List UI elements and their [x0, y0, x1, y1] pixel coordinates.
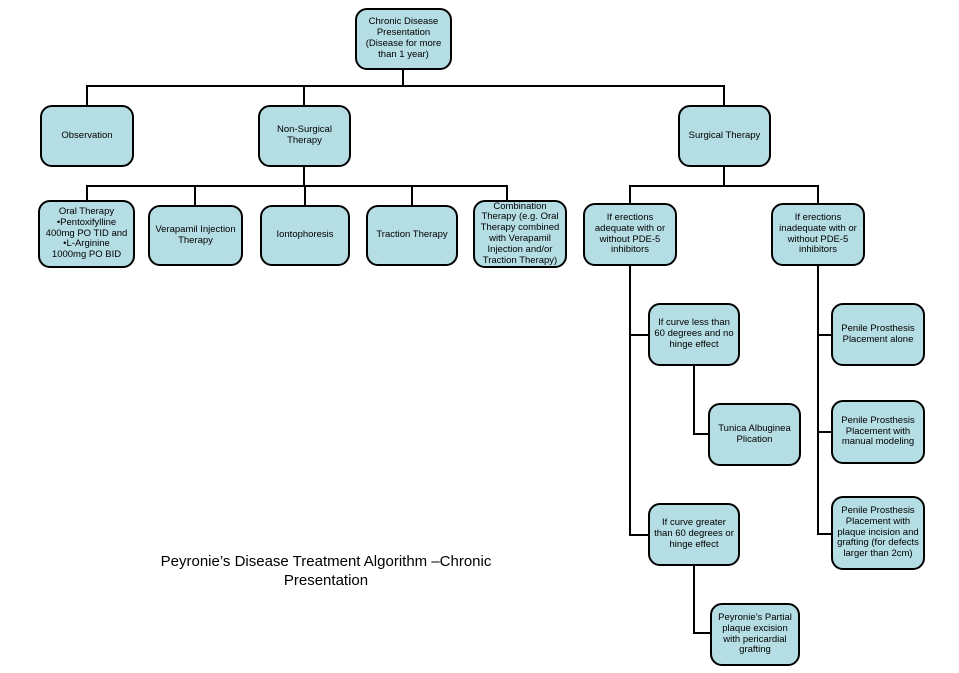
connector-drop-nonsurgical — [303, 85, 305, 106]
node-prosthesis-placement-alone: Penile Prosthesis Placement alone — [831, 303, 925, 366]
node-oral-therapy: Oral Therapy •Pentoxifylline 400mg PO TI… — [38, 200, 135, 268]
connector-drop-verapamil — [194, 185, 196, 206]
connector-drop-adequate — [629, 185, 631, 204]
connector-root-rail — [86, 85, 725, 87]
connector-root-stem — [402, 69, 404, 87]
connector-to-prosthesis-alone — [817, 334, 831, 336]
diagram-caption: Peyronie’s Disease Treatment Algorithm –… — [160, 553, 492, 589]
connector-to-prosthesis-grafting — [817, 533, 831, 535]
connector-curvegreater-stem — [693, 565, 695, 634]
node-partial-plaque-excision: Peyronie’s Partial plaque excision with … — [710, 603, 800, 666]
node-curve-less-than-60: If curve less than 60 degrees and no hin… — [648, 303, 740, 366]
node-traction-therapy: Traction Therapy — [366, 205, 458, 266]
connector-drop-traction — [411, 185, 413, 206]
connector-nonsurgical-stem — [303, 166, 305, 186]
node-verapamil-injection-therapy: Verapamil Injection Therapy — [148, 205, 243, 266]
node-iontophoresis: Iontophoresis — [260, 205, 350, 266]
connector-to-curve-greater — [629, 534, 648, 536]
connector-to-prosthesis-modeling — [817, 431, 831, 433]
connector-surgical-stem — [723, 166, 725, 186]
node-prosthesis-manual-modeling: Penile Prosthesis Placement with manual … — [831, 400, 925, 464]
node-combination-therapy: Combination Therapy (e.g. Oral Therapy c… — [473, 200, 567, 268]
connector-drop-inadequate — [817, 185, 819, 204]
connector-to-partial-excision — [693, 632, 710, 634]
connector-nonsurgical-rail — [86, 185, 508, 187]
node-erections-adequate: If erections adequate with or without PD… — [583, 203, 677, 266]
connector-adequate-trunk — [629, 265, 631, 536]
node-prosthesis-plaque-grafting: Penile Prosthesis Placement with plaque … — [831, 496, 925, 570]
connector-drop-oral — [86, 185, 88, 201]
connector-drop-combination — [506, 185, 508, 201]
node-observation: Observation — [40, 105, 134, 167]
connector-drop-observation — [86, 85, 88, 106]
node-curve-greater-than-60: If curve greater than 60 degrees or hing… — [648, 503, 740, 566]
node-chronic-disease-presentation: Chronic Disease Presentation (Disease fo… — [355, 8, 452, 70]
node-surgical-therapy: Surgical Therapy — [678, 105, 771, 167]
connector-to-curve-less — [629, 334, 648, 336]
node-erections-inadequate: If erections inadequate with or without … — [771, 203, 865, 266]
connector-drop-surgical — [723, 85, 725, 106]
node-tunica-albuginea-plication: Tunica Albuginea Plication — [708, 403, 801, 466]
connector-drop-iontophoresis — [304, 185, 306, 206]
connector-curveless-stem — [693, 365, 695, 435]
connector-to-tunica — [693, 433, 708, 435]
connector-surgical-rail — [629, 185, 819, 187]
connector-inadequate-trunk — [817, 265, 819, 535]
node-non-surgical-therapy: Non-Surgical Therapy — [258, 105, 351, 167]
